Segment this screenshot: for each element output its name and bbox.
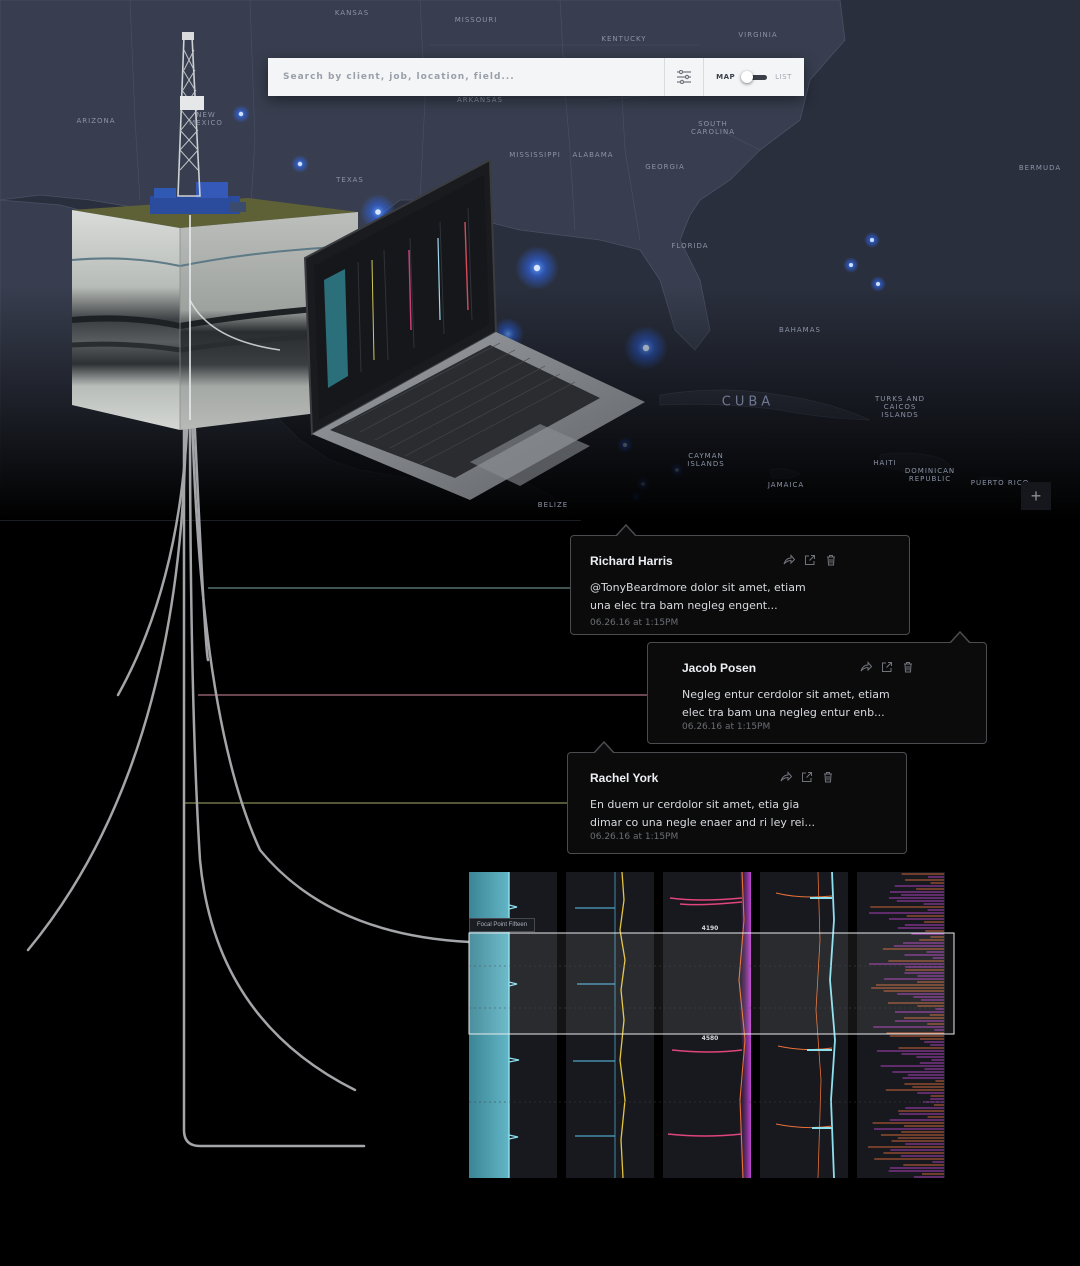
map-label: FLORIDA (671, 242, 709, 250)
card-pointer (592, 741, 616, 755)
map-label: VIRGINIA (738, 31, 778, 39)
focal-point-label[interactable]: Focal Point Fifteen (469, 918, 535, 932)
comment-timestamp: 06.26.16 at 1:15PM (590, 618, 679, 628)
comment-text-line: @TonyBeardmore dolor sit amet, etiam (590, 581, 806, 594)
share-icon[interactable] (860, 660, 873, 672)
drilling-rig (150, 32, 246, 214)
comment-card[interactable]: Jacob Posen Negleg entur cerdolor sit am… (647, 631, 987, 744)
card-pointer (614, 524, 638, 538)
comment-actions (780, 770, 834, 783)
map-label: MISSOURI (454, 16, 498, 24)
search-input[interactable] (268, 58, 664, 96)
external-link-icon[interactable] (801, 770, 813, 782)
log-tracks[interactable] (468, 871, 955, 1179)
share-icon[interactable] (780, 770, 793, 782)
map-toggle-label[interactable]: MAP (716, 73, 736, 81)
map-label: BERMUDA (1018, 164, 1062, 172)
map-label: ARKANSAS (457, 96, 503, 104)
comment-actions (783, 553, 837, 566)
comment-author: Rachel York (590, 771, 659, 785)
trash-icon[interactable] (822, 770, 834, 783)
comment-text: @TonyBeardmore dolor sit amet, etiam una… (590, 579, 850, 614)
map-label: MISSISSIPPI (509, 151, 561, 159)
map-label: KANSAS (334, 9, 370, 17)
map-label: ALABAMA (572, 151, 614, 159)
trash-icon[interactable] (902, 660, 914, 673)
map-label: GEORGIA (645, 163, 685, 171)
map-label: CUBA (721, 394, 775, 410)
filter-sliders-icon (677, 70, 691, 84)
map-label: KENTUCKY (601, 35, 647, 43)
map-label: BELIZE (537, 501, 569, 509)
filter-button[interactable] (664, 58, 703, 96)
comment-text: En duem ur cerdolor sit amet, etia gia d… (590, 796, 850, 831)
comment-text-line: dimar co una negle enaer and ri ley rei.… (590, 815, 815, 829)
comment-timestamp: 06.26.16 at 1:15PM (682, 722, 771, 732)
comment-author: Richard Harris (590, 554, 673, 568)
trash-icon[interactable] (825, 553, 837, 566)
zoom-in-button[interactable]: + (1021, 482, 1051, 510)
comment-card[interactable]: Rachel York En duem ur cerdolor sit amet… (567, 741, 907, 854)
external-link-icon[interactable] (804, 553, 816, 565)
depth-marker-bottom: 4580 (701, 1035, 719, 1042)
map-label: PUERTO RICO (970, 479, 1030, 487)
toggle-knob (741, 70, 754, 83)
external-link-icon[interactable] (881, 660, 893, 672)
comment-actions (860, 660, 914, 673)
comment-timestamp: 06.26.16 at 1:15PM (590, 832, 679, 842)
map-label: TEXAS (336, 176, 364, 184)
map-label: HAITI (873, 459, 897, 467)
comment-card[interactable]: Richard Harris @TonyBeardmore dolor sit … (570, 524, 910, 635)
laptop (303, 158, 645, 500)
focal-selection-box[interactable] (468, 932, 955, 1035)
wellbore-trajectories (26, 408, 472, 1148)
map-label: ARIZONA (76, 117, 116, 125)
list-toggle-label[interactable]: LIST (775, 73, 792, 81)
view-toggle-switch[interactable] (741, 70, 768, 83)
comment-text-line: En duem ur cerdolor sit amet, etia gia (590, 798, 800, 811)
map-list-toggle: MAP LIST (703, 58, 804, 96)
depth-marker-top: 4190 (701, 925, 719, 932)
share-icon[interactable] (783, 553, 796, 565)
comment-text-line: elec tra bam una negleg entur enb... (682, 705, 885, 719)
map-label: JAMAICA (767, 481, 805, 489)
comment-author: Jacob Posen (682, 661, 757, 675)
comment-text-line: Negleg entur cerdolor sit amet, etiam (682, 688, 890, 701)
search-bar: MAP LIST (268, 58, 804, 96)
comment-text-line: una elec tra bam negleg engent... (590, 598, 778, 612)
comment-text: Negleg entur cerdolor sit amet, etiam el… (682, 686, 942, 721)
map-label: BAHAMAS (779, 326, 821, 334)
card-pointer (948, 631, 972, 645)
